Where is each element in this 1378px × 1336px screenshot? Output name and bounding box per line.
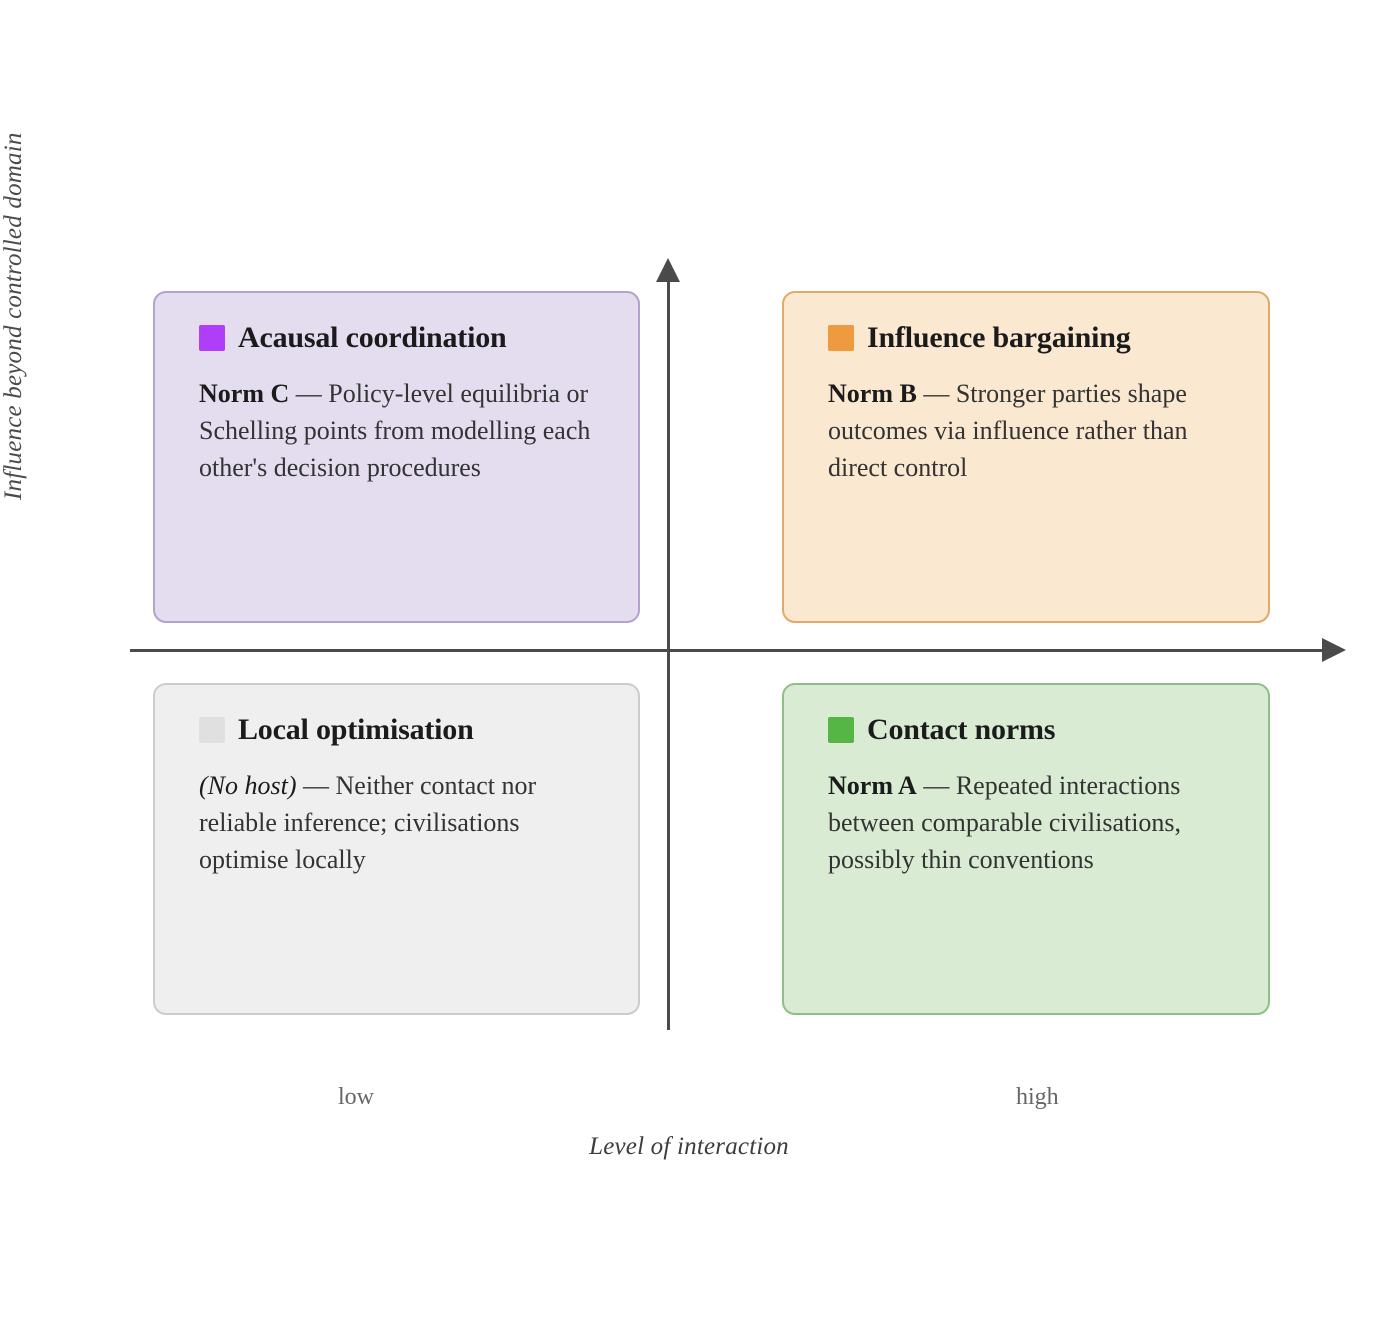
grey-swatch-icon xyxy=(199,717,225,743)
quadrant-title: Local optimisation xyxy=(238,713,474,746)
quadrant-description-text: Policy-level equilibria or Schelling poi… xyxy=(199,379,591,483)
x-axis-tick-high: high xyxy=(1016,1084,1059,1110)
quadrant-card-influence-bargaining: Influence bargaining Norm B — Stronger p… xyxy=(782,291,1270,623)
quadrant-description-text: Repeated interactions between comparable… xyxy=(828,771,1182,875)
y-axis-line xyxy=(667,278,670,1030)
quadrant-title: Contact norms xyxy=(867,713,1056,746)
quadrant-card-local-optimisation: Local optimisation (No host) — Neither c… xyxy=(153,683,640,1015)
y-axis-label: Influence beyond controlled domain xyxy=(0,132,27,500)
quadrant-dash: — xyxy=(916,379,956,408)
quadrant-description: Norm C — Policy-level equilibria or Sche… xyxy=(199,375,604,487)
quadrant-heading: Influence bargaining xyxy=(828,323,1234,353)
quadrant-description: Norm A — Repeated interactions between c… xyxy=(828,767,1234,879)
quadrant-dash: — xyxy=(289,379,329,408)
quadrant-title: Acausal coordination xyxy=(238,321,507,354)
quadrant-dash: — xyxy=(916,771,956,800)
x-axis-tick-low: low xyxy=(338,1084,374,1110)
x-axis-line xyxy=(130,649,1326,652)
x-axis-label: Level of interaction xyxy=(589,1133,789,1160)
quadrant-lead: Norm A xyxy=(828,771,917,800)
quadrant-heading: Acausal coordination xyxy=(199,323,604,353)
quadrant-heading: Contact norms xyxy=(828,715,1234,745)
quadrant-lead: Norm B xyxy=(828,379,917,408)
quadrant-lead: (No host) xyxy=(199,771,297,800)
quadrant-description: Norm B — Stronger parties shape outcomes… xyxy=(828,375,1234,487)
purple-swatch-icon xyxy=(199,325,225,351)
quadrant-title: Influence bargaining xyxy=(867,321,1131,354)
quadrant-heading: Local optimisation xyxy=(199,715,604,745)
quadrant-description: (No host) — Neither contact nor reliable… xyxy=(199,767,604,879)
green-swatch-icon xyxy=(828,717,854,743)
quadrant-lead: Norm C xyxy=(199,379,290,408)
quadrant-description-text: Neither contact nor reliable inference; … xyxy=(199,771,537,875)
quadrant-description-text: Stronger parties shape outcomes via infl… xyxy=(828,379,1188,483)
quadrant-card-acausal-coordination: Acausal coordination Norm C — Policy-lev… xyxy=(153,291,640,623)
orange-swatch-icon xyxy=(828,325,854,351)
x-axis-arrow-icon xyxy=(1322,638,1346,662)
quadrant-card-contact-norms: Contact norms Norm A — Repeated interact… xyxy=(782,683,1270,1015)
quadrant-dash: — xyxy=(296,771,336,800)
y-axis-arrow-icon xyxy=(656,258,680,282)
